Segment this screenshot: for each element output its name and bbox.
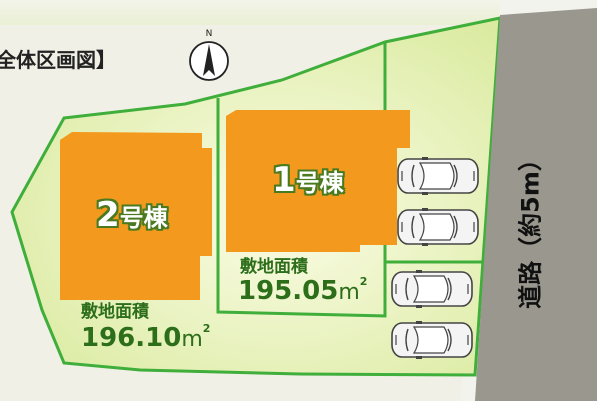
lot-1-area-unit-sup: 2: [359, 275, 368, 288]
building-2-suffix: 号棟: [119, 204, 168, 232]
page-title: 全体区画図】: [0, 48, 116, 72]
building-2: [60, 132, 212, 300]
parking-spaces: [391, 157, 479, 359]
road: [475, 8, 597, 401]
car-icon: [397, 157, 479, 195]
building-1-label: 1号棟: [272, 160, 344, 200]
building-2-number: 2: [96, 195, 120, 235]
car-icon: [397, 208, 479, 246]
car-icon: [391, 321, 473, 359]
lot-2-area-unit: m: [181, 327, 203, 352]
building-1-suffix: 号棟: [295, 169, 344, 197]
car-icon: [391, 270, 473, 308]
lot-1-area-number: 195.05: [238, 276, 339, 306]
lot-1-area-value: 195.05m2: [238, 275, 367, 306]
road-label: 道路（約5m）: [516, 147, 545, 309]
top-wash: [0, 0, 500, 25]
lot-2-area-value: 196.10m2: [81, 322, 210, 353]
lot-1-area-unit: m: [338, 280, 360, 305]
building-1: [226, 110, 410, 252]
building-2-label: 2号棟: [96, 195, 168, 235]
lot-2-area-number: 196.10: [81, 323, 182, 353]
lot-1-area-label: 敷地面積: [240, 257, 308, 277]
building-1-number: 1: [272, 160, 296, 200]
lot-2-area-label: 敷地面積: [81, 302, 149, 322]
svg-text:N: N: [206, 29, 213, 39]
north-arrow-icon: N: [189, 29, 229, 81]
lot-2-area-unit-sup: 2: [202, 322, 211, 335]
